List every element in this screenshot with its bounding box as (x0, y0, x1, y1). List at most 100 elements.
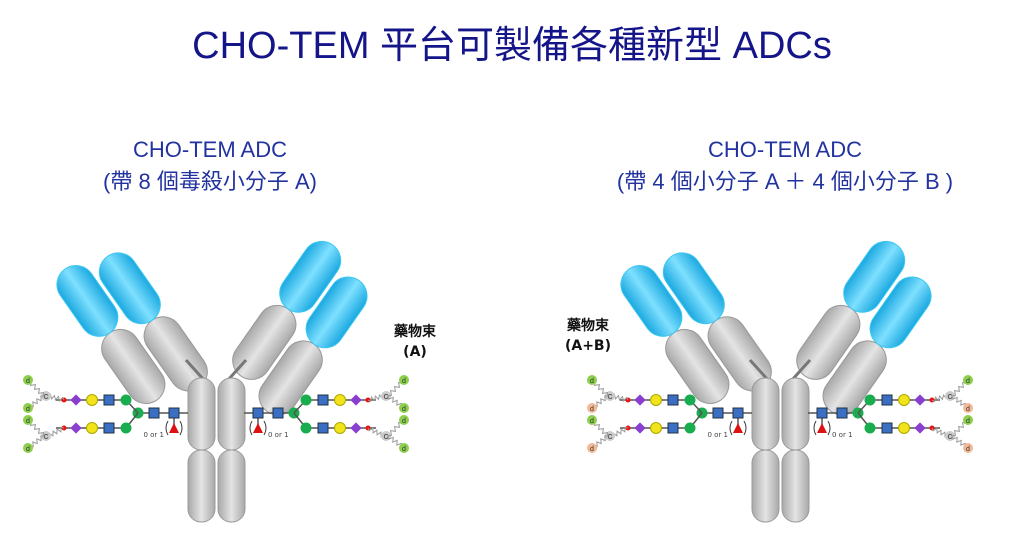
drug-bundle-label: 藥物束 (394, 324, 436, 340)
sialic-diamond-icon (350, 394, 362, 406)
drug-bundle-label: 藥物束 (567, 318, 609, 334)
drug-label: d (402, 378, 406, 385)
drug-circle-icon (587, 443, 597, 453)
fucose-triangle-icon (733, 423, 743, 433)
sialic-diamond-icon (634, 422, 646, 434)
drug-bundle-b-label: 藥物束 (A+B) (553, 316, 623, 356)
linker-core-label: C (607, 394, 612, 401)
drug-label: d (590, 406, 594, 413)
drug-label: d (402, 418, 406, 425)
fc-ch2-domain (751, 377, 780, 451)
drug-circle-icon (963, 443, 973, 453)
fc-ch3-domain (781, 449, 810, 523)
drug-circle-icon (399, 443, 409, 453)
heavy-chain-variable (620, 265, 683, 337)
drug-label: d (590, 446, 594, 453)
panel-b-heading: CHO-TEM ADC (帶 4 個小分子 A ＋ 4 個小分子 B ) (560, 134, 1010, 198)
fc-ch3-domain (217, 449, 246, 523)
close-paren-icon (263, 420, 267, 436)
fucose-triangle-icon (253, 423, 263, 433)
close-paren-icon (827, 420, 831, 436)
sialic-diamond-icon (914, 422, 926, 434)
fc-ch2-domain (217, 377, 246, 451)
glcnac-square-icon (881, 394, 893, 406)
galactose-circle-icon (650, 422, 662, 434)
drug-label: d (966, 418, 970, 425)
mannose-circle-icon (864, 394, 876, 406)
drug-circle-icon (587, 403, 597, 413)
drug-circle-icon (963, 403, 973, 413)
fab-arm-left (620, 252, 772, 404)
drug-circle-icon (23, 403, 33, 413)
close-paren-icon (743, 420, 747, 436)
drug-label: d (402, 446, 406, 453)
drug-label: d (590, 378, 594, 385)
mannose-circle-icon (864, 422, 876, 434)
fucose-note-text: 0 or 1 (143, 431, 164, 439)
close-paren-icon (179, 420, 183, 436)
linker-core-label: C (383, 434, 388, 441)
sialic-diamond-icon (350, 422, 362, 434)
hinge-line (790, 358, 812, 382)
fc-ch2-domain (781, 377, 810, 451)
galactose-circle-icon (334, 394, 346, 406)
panel-a-subtitle: (帶 8 個毒殺小分子 A) (103, 169, 317, 194)
open-paren-icon (813, 420, 817, 436)
drug-label: d (26, 406, 30, 413)
linker-core-label: C (43, 434, 48, 441)
sialic-diamond-icon (914, 394, 926, 406)
glcnac-square-icon (168, 407, 180, 419)
drug-label: d (966, 406, 970, 413)
fucose-note-text: 0 or 1 (707, 431, 728, 439)
heavy-chain-variable (56, 265, 119, 337)
mannose-circle-icon (684, 394, 696, 406)
drug-circle-icon (399, 403, 409, 413)
drug-label: d (402, 406, 406, 413)
glcnac-square-icon (667, 422, 679, 434)
glcnac-square-icon (252, 407, 264, 419)
hinge-line (748, 358, 770, 382)
open-paren-icon (249, 420, 253, 436)
fucose-note-text: 0 or 1 (832, 431, 853, 439)
drug-label: d (590, 418, 594, 425)
glcnac-square-icon (103, 394, 115, 406)
open-paren-icon (165, 420, 169, 436)
mannose-circle-icon (120, 394, 132, 406)
fab-arm-right (796, 240, 932, 416)
glcnac-square-icon (667, 394, 679, 406)
sialic-diamond-icon (634, 394, 646, 406)
linker-chain (367, 427, 386, 438)
fc-ch2-domain (187, 377, 216, 451)
hinge-line (184, 358, 206, 382)
drug-circle-icon (23, 443, 33, 453)
drug-circle-icon (23, 415, 33, 425)
galactose-circle-icon (86, 394, 98, 406)
slide-title: CHO-TEM 平台可製備各種新型 ADCs (192, 25, 832, 67)
panel-a-title: CHO-TEM ADC (133, 137, 287, 162)
mannose-circle-icon (684, 422, 696, 434)
glcnac-square-icon (836, 407, 848, 419)
light-chain-variable (662, 252, 725, 325)
drug-circle-icon (587, 375, 597, 385)
drug-label: d (26, 446, 30, 453)
panel-a-heading: CHO-TEM ADC (帶 8 個毒殺小分子 A) (60, 134, 360, 198)
glcnac-square-icon (712, 407, 724, 419)
linker-core-label: C (947, 394, 952, 401)
glcnac-square-icon (732, 407, 744, 419)
panel-b-title: CHO-TEM ADC (708, 137, 862, 162)
galactose-circle-icon (334, 422, 346, 434)
drug-circle-icon (963, 415, 973, 425)
mannose-circle-icon (300, 422, 312, 434)
drug-label: d (966, 446, 970, 453)
fc-ch3-domain (187, 449, 216, 523)
glcnac-square-icon (317, 394, 329, 406)
drug-circle-icon (399, 415, 409, 425)
glcnac-square-icon (816, 407, 828, 419)
drug-circle-icon (23, 375, 33, 385)
open-paren-icon (729, 420, 733, 436)
drug-bundle-a-label: 藥物束 (A) (380, 322, 450, 362)
fucose-triangle-icon (817, 423, 827, 433)
